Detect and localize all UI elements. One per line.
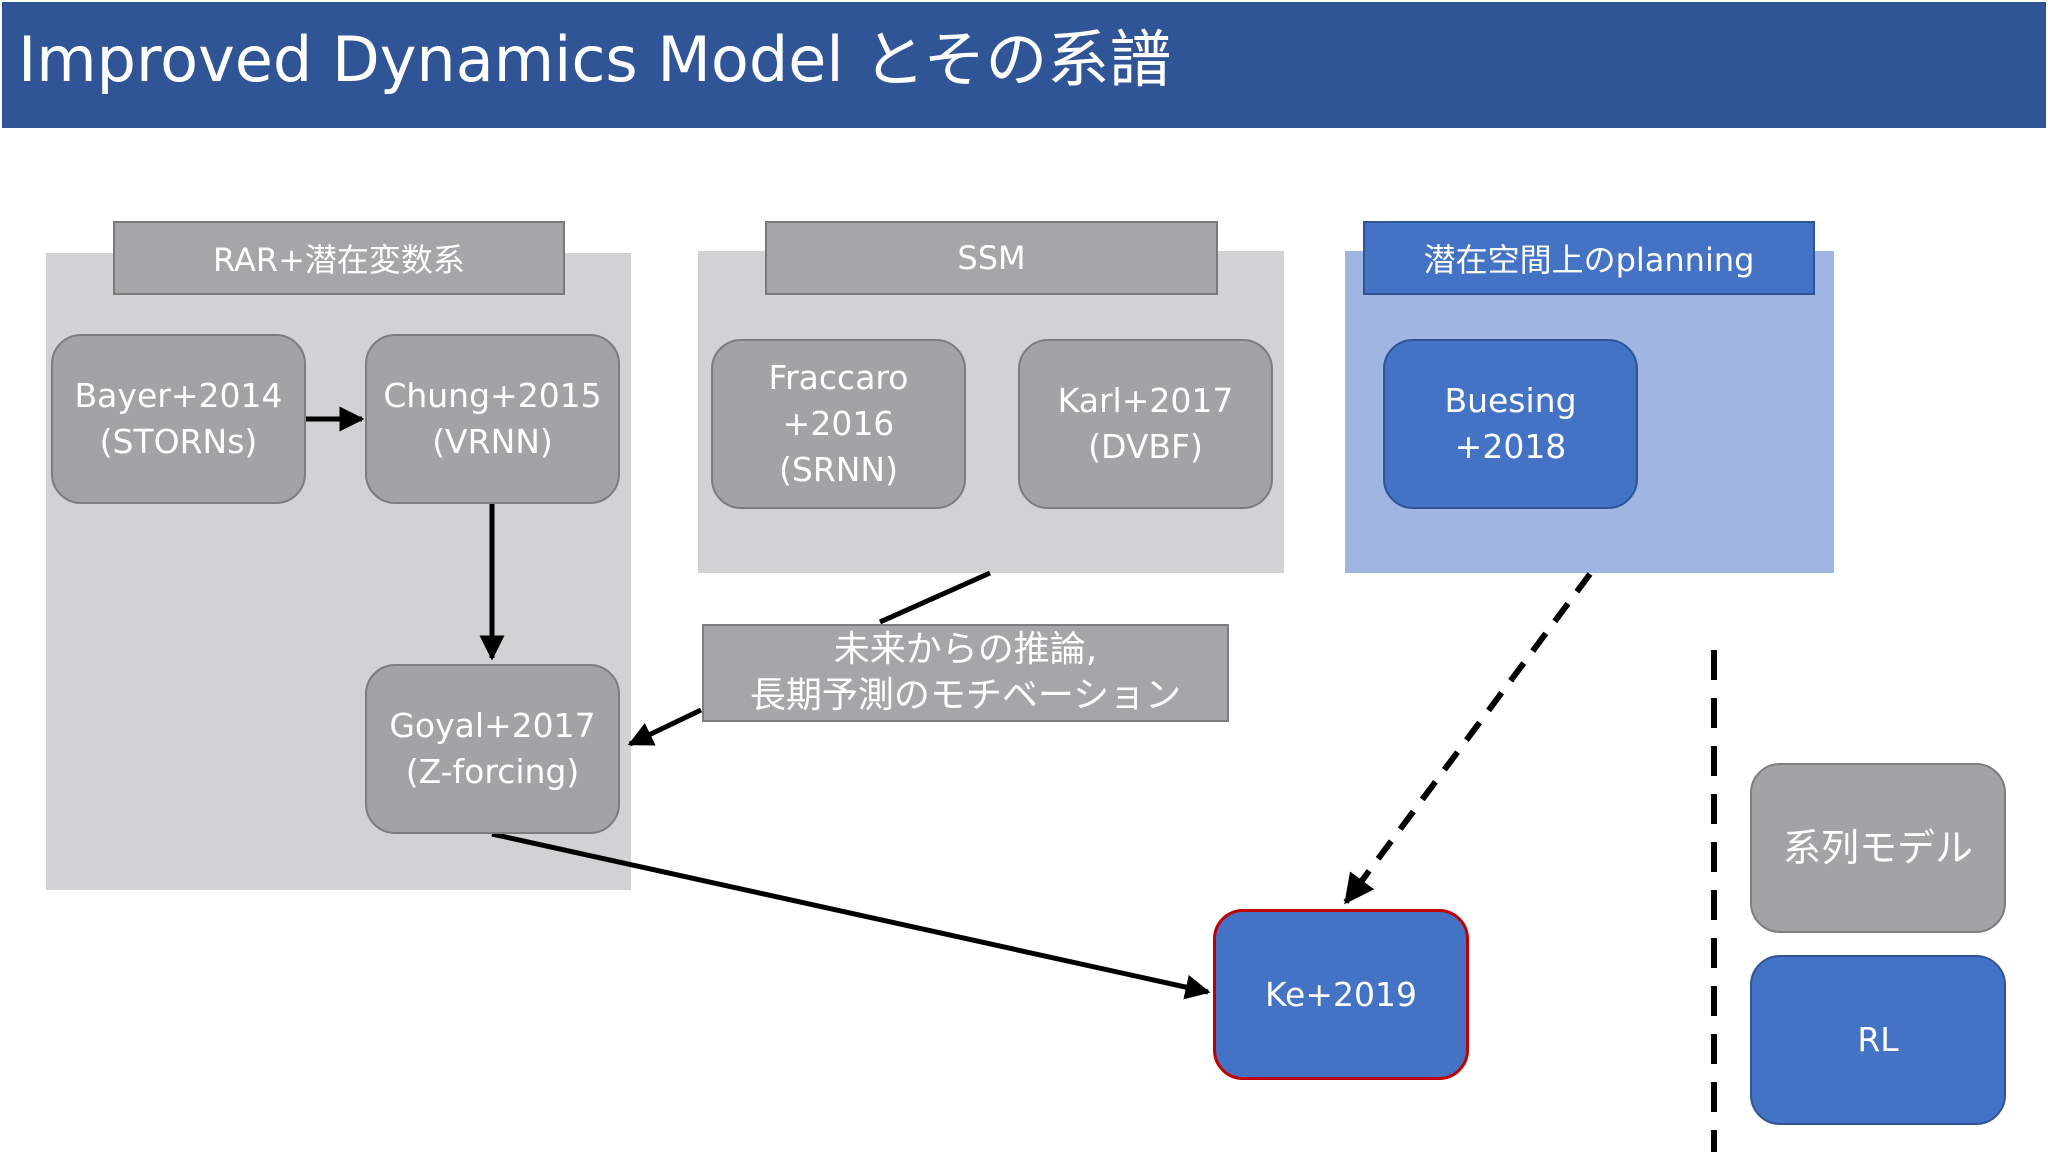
title-bar: Improved Dynamics Model とその系譜	[2, 2, 2046, 128]
rar-group-header: RAR+潜在変数系	[113, 221, 565, 295]
rar-group-label: RAR+潜在変数系	[213, 241, 465, 279]
node-goyal-name: Goyal+2017	[389, 706, 596, 745]
legend-rl: RL	[1750, 955, 2006, 1125]
callout-line-1: 未来からの推論,	[833, 629, 1098, 670]
node-bayer-model: (STORNs)	[99, 422, 258, 461]
node-goyal-model: (Z-forcing)	[405, 752, 580, 791]
node-chung-name: Chung+2015	[383, 376, 602, 415]
node-fraccaro-model: (SRNN)	[779, 450, 898, 489]
node-buesing-year: +2018	[1454, 427, 1567, 466]
legend-sequence-model-label: 系列モデル	[1782, 826, 1973, 870]
arrow-goyal-to-ke	[491, 831, 1211, 1000]
planning-group-label: 潜在空間上のplanning	[1423, 241, 1755, 279]
node-fraccaro-2016: Fraccaro +2016 (SRNN)	[711, 339, 966, 509]
planning-group-header: 潜在空間上のplanning	[1363, 221, 1815, 295]
node-bayer-2014: Bayer+2014 (STORNs)	[51, 334, 306, 504]
connector-ssm-to-callout	[878, 570, 992, 625]
arrow-callout-to-goyal	[627, 707, 703, 747]
node-fraccaro-year: +2016	[782, 404, 895, 443]
node-karl-name: Karl+2017	[1057, 381, 1234, 420]
slide-title: Improved Dynamics Model とその系譜	[18, 23, 1172, 96]
node-goyal-2017: Goyal+2017 (Z-forcing)	[365, 664, 620, 834]
legend-sequence-model: 系列モデル	[1750, 763, 2006, 933]
callout-line-2: 長期予測のモチベーション	[749, 675, 1182, 716]
motivation-callout: 未来からの推論, 長期予測のモチベーション	[702, 624, 1229, 722]
node-ke-2019: Ke+2019	[1213, 909, 1469, 1080]
ssm-group-header: SSM	[765, 221, 1218, 295]
node-fraccaro-name: Fraccaro	[768, 358, 909, 397]
node-ke-name: Ke+2019	[1265, 974, 1417, 1014]
node-buesing-2018: Buesing +2018	[1383, 339, 1638, 509]
ssm-group-label: SSM	[957, 239, 1026, 277]
node-karl-model: (DVBF)	[1088, 427, 1203, 466]
node-bayer-name: Bayer+2014	[74, 376, 283, 415]
node-buesing-name: Buesing	[1444, 381, 1577, 420]
node-chung-2015: Chung+2015 (VRNN)	[365, 334, 620, 504]
legend-rl-label: RL	[1857, 1020, 1899, 1059]
node-chung-model: (VRNN)	[432, 422, 553, 461]
arrow-buesing-to-ke	[1343, 572, 1593, 905]
node-karl-2017: Karl+2017 (DVBF)	[1018, 339, 1273, 509]
